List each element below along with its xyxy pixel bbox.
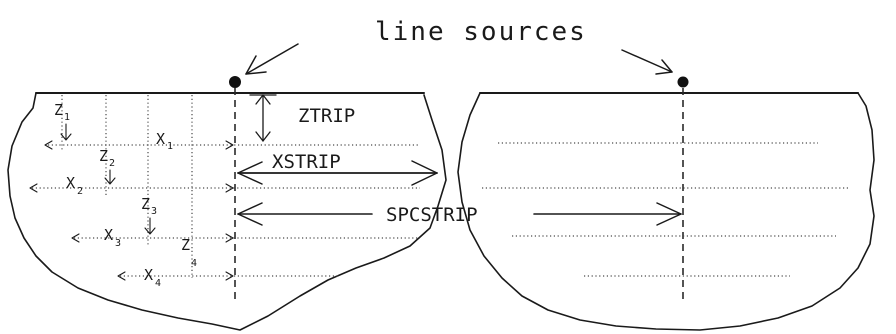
x3-label: X 3 xyxy=(104,226,121,249)
svg-text:3: 3 xyxy=(151,206,157,217)
svg-text:3: 3 xyxy=(115,238,121,249)
svg-text:X: X xyxy=(144,266,153,284)
z2-label: Z 2 xyxy=(99,147,116,185)
svg-text:1: 1 xyxy=(64,112,70,123)
svg-text:2: 2 xyxy=(109,158,115,169)
svg-text:X: X xyxy=(156,130,165,148)
line-sources-title: line sources xyxy=(375,17,587,47)
svg-text:2: 2 xyxy=(77,186,83,197)
z4-label: Z 4 xyxy=(181,236,197,269)
right-basin-outline xyxy=(457,92,875,331)
left-basin-outline xyxy=(7,92,447,331)
xstrip-arrow xyxy=(237,160,438,186)
left-source-pointer xyxy=(245,43,299,75)
left-line-source-dot xyxy=(229,76,241,88)
svg-text:Z: Z xyxy=(141,195,150,213)
svg-text:1: 1 xyxy=(167,141,173,152)
svg-text:4: 4 xyxy=(155,278,161,289)
strip-line-1-tick xyxy=(225,140,234,150)
right-source-pointer xyxy=(621,49,673,73)
ztrip-bracket xyxy=(249,94,277,142)
xstrip-label: XSTRIP xyxy=(272,151,341,173)
z1-label: Z 1 xyxy=(54,101,72,141)
svg-text:Z: Z xyxy=(54,101,63,119)
ztrip-label: ZTRIP xyxy=(298,105,355,127)
svg-text:Z: Z xyxy=(181,236,190,254)
strip-line-2-tick xyxy=(225,183,234,193)
spcstrip-label: SPCSTRIP xyxy=(386,204,478,226)
spcstrip-arrow xyxy=(237,202,682,226)
right-line-source-dot xyxy=(677,76,689,88)
right-source-pointer-head xyxy=(655,59,673,75)
svg-text:4: 4 xyxy=(191,258,197,269)
svg-text:Z: Z xyxy=(99,147,108,165)
left-source-pointer-head xyxy=(245,55,267,75)
x4-label: X 4 xyxy=(144,266,161,289)
strip-line-3-arrowhead xyxy=(71,233,80,243)
strip-line-4-tick xyxy=(225,271,234,281)
strip-line-3-tick xyxy=(225,233,234,243)
x1-label: X 1 xyxy=(156,130,173,152)
x2-label: X 2 xyxy=(66,174,83,197)
strip-line-1-arrowhead xyxy=(44,140,53,150)
strip-line-4-arrowhead xyxy=(117,271,126,281)
svg-text:X: X xyxy=(66,174,75,192)
z3-label: Z 3 xyxy=(141,195,157,235)
svg-text:X: X xyxy=(104,226,113,244)
strip-line-2-arrowhead xyxy=(29,183,38,193)
